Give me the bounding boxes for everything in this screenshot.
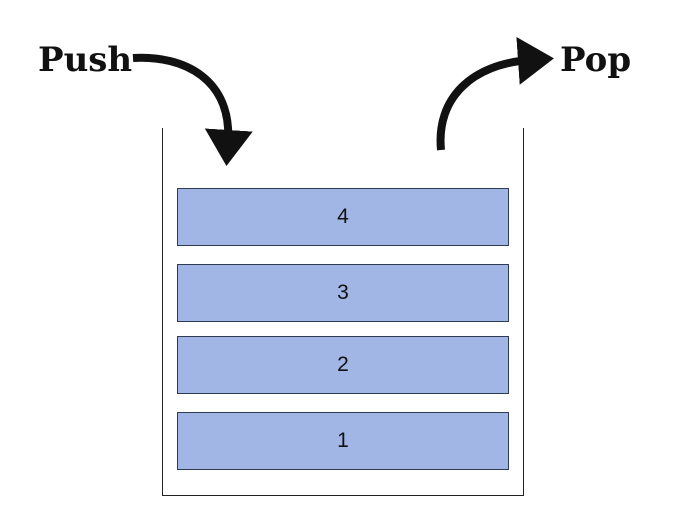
push-label: Push [38, 40, 133, 80]
stack-container [162, 128, 524, 496]
stack-block: 4 [177, 188, 509, 246]
stack-block: 2 [177, 336, 509, 394]
pop-label: Pop [560, 40, 632, 80]
stack-block: 3 [177, 264, 509, 322]
pop-arrow [436, 36, 554, 151]
stack-block: 1 [177, 412, 509, 470]
push-arrow [132, 53, 253, 166]
